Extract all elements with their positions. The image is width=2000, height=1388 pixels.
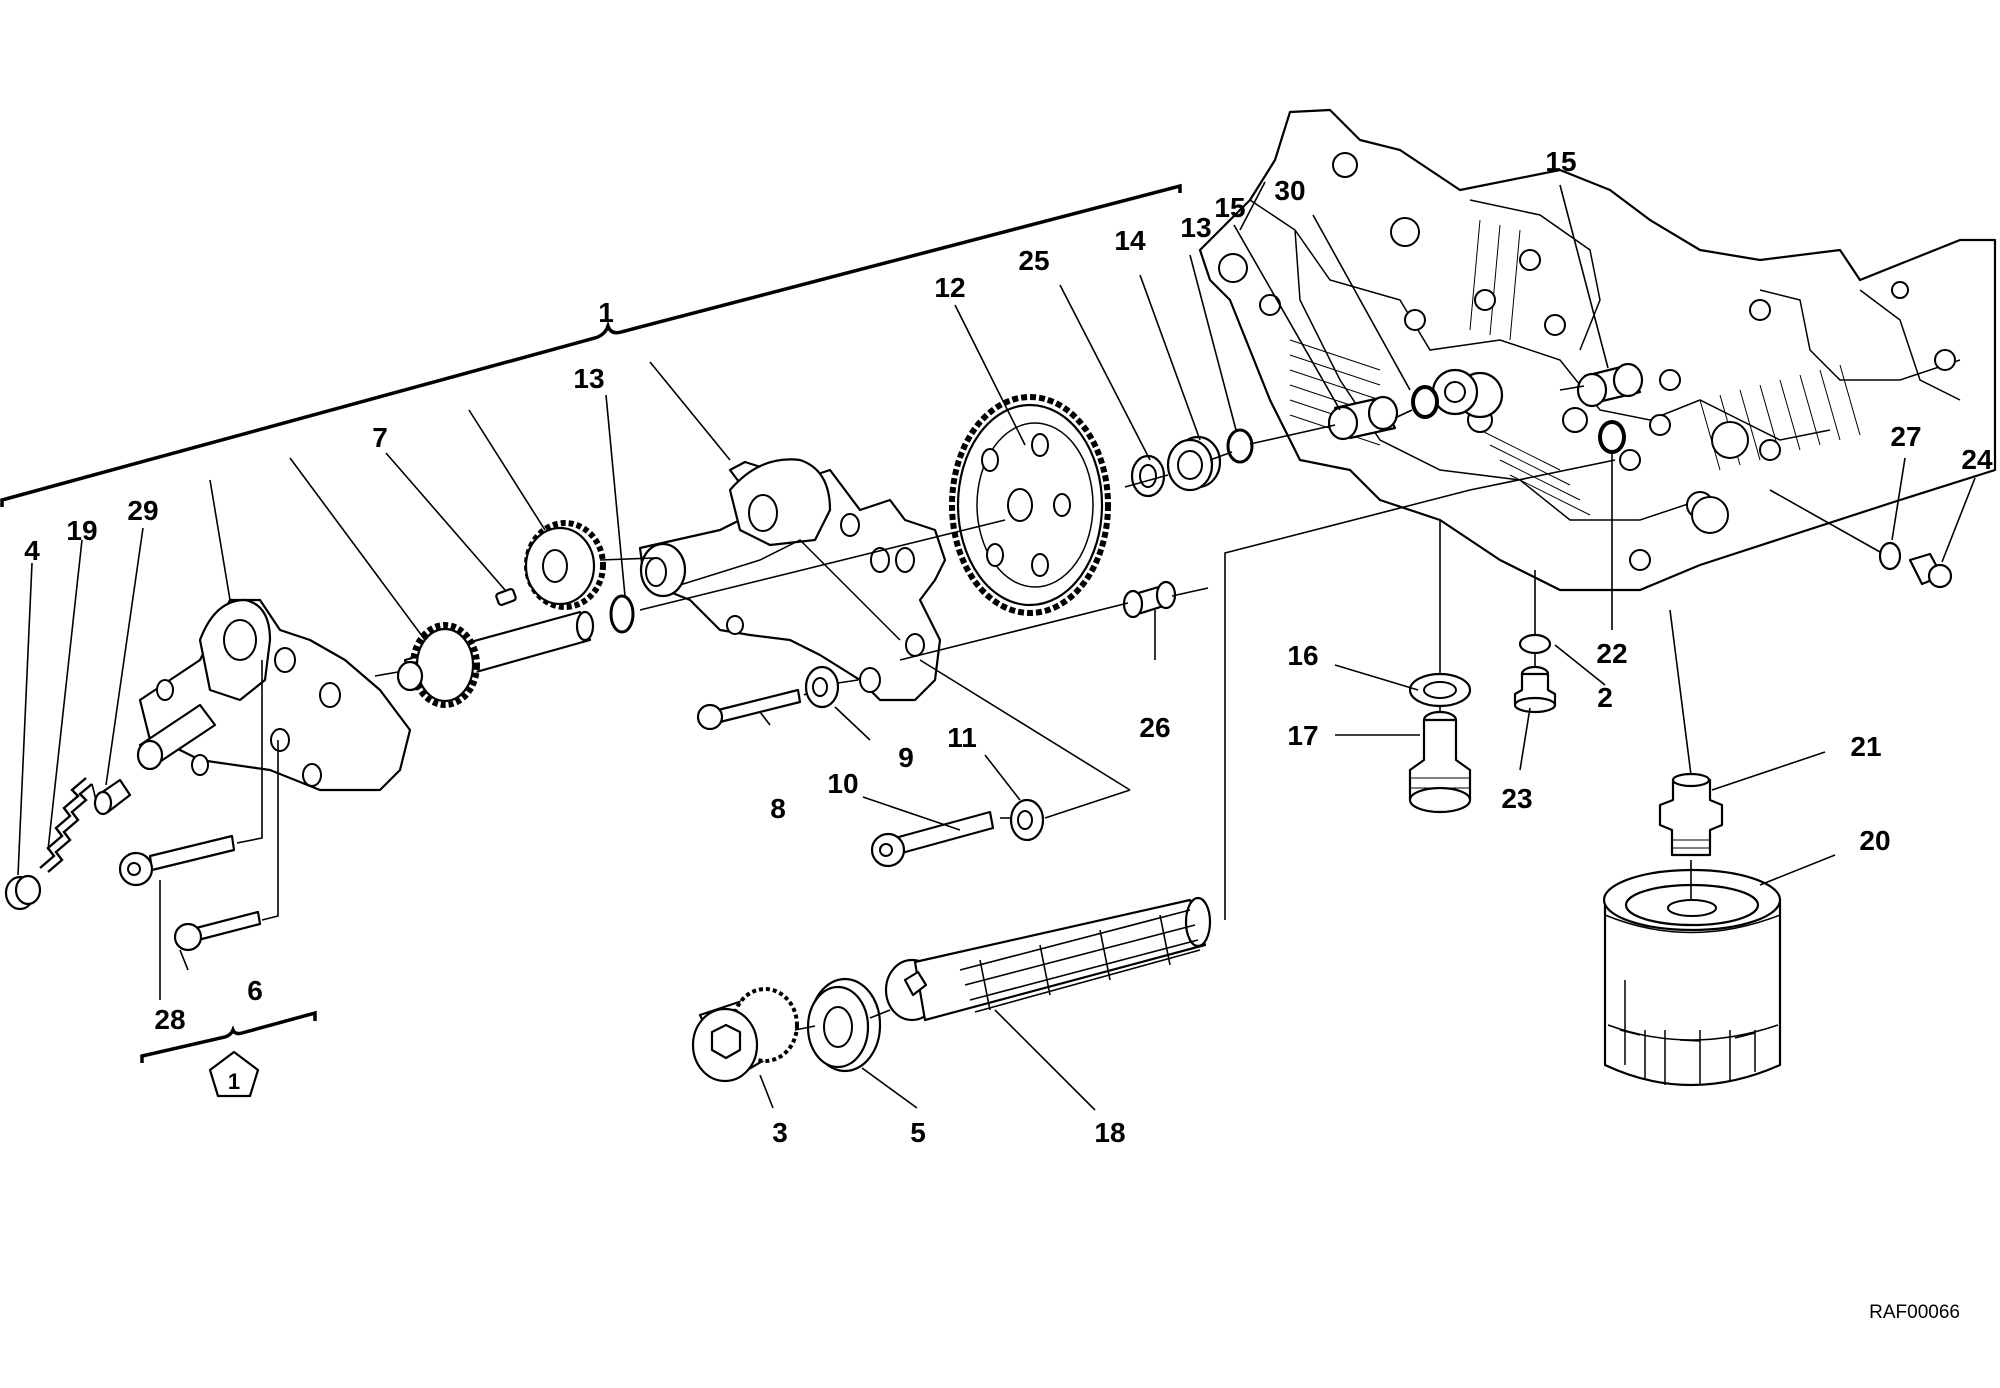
callout-6: 6 bbox=[247, 975, 263, 1006]
screw-28 bbox=[118, 834, 236, 887]
gasket-5 bbox=[806, 977, 882, 1073]
washer-11 bbox=[1009, 798, 1045, 842]
callout-22: 22 bbox=[1596, 638, 1627, 669]
callout-29: 29 bbox=[127, 495, 158, 526]
callout-1: 1 bbox=[598, 297, 614, 328]
plug-23 bbox=[1513, 665, 1557, 714]
fitting-21 bbox=[1658, 772, 1724, 857]
oil-filter-20 bbox=[1602, 868, 1782, 1087]
callout-19: 19 bbox=[66, 515, 97, 546]
reference-code: RAF00066 bbox=[1869, 1302, 1960, 1323]
assembly-lines bbox=[91, 385, 1881, 1031]
callout-7: 7 bbox=[372, 422, 388, 453]
plug-4 bbox=[4, 874, 42, 911]
callout-26: 26 bbox=[1139, 712, 1170, 743]
screw-6 bbox=[173, 910, 262, 952]
bearing-14 bbox=[1166, 435, 1222, 492]
valve-29 bbox=[93, 778, 132, 816]
callout-15a: 15 bbox=[1214, 192, 1245, 223]
callout-17: 17 bbox=[1287, 720, 1318, 751]
callout-15b: 15 bbox=[1545, 146, 1576, 177]
callout-3: 3 bbox=[772, 1117, 788, 1148]
spring-19 bbox=[39, 777, 93, 873]
engine-crankcase bbox=[1198, 108, 1997, 592]
callout-16: 16 bbox=[1287, 640, 1318, 671]
callout-21: 21 bbox=[1850, 731, 1881, 762]
callout-24: 24 bbox=[1961, 444, 1993, 475]
pump-rotor-upper bbox=[524, 520, 606, 610]
filter-screen-18 bbox=[884, 896, 1212, 1022]
bolt-24 bbox=[1908, 552, 1953, 589]
callout-numbers: 1 2 3 4 5 6 7 8 9 10 11 12 13 13 14 15 1… bbox=[24, 146, 1993, 1148]
callout-28: 28 bbox=[154, 1004, 185, 1035]
callout-5: 5 bbox=[910, 1117, 926, 1148]
callout-27: 27 bbox=[1890, 421, 1921, 452]
snap-ring-13-right bbox=[1226, 428, 1254, 464]
callout-12: 12 bbox=[934, 272, 965, 303]
screw-8 bbox=[696, 688, 802, 731]
callout-25: 25 bbox=[1018, 245, 1049, 276]
o-ring-22 bbox=[1598, 420, 1626, 454]
oil-pump-body bbox=[638, 458, 947, 702]
pump-cover bbox=[136, 598, 412, 792]
callout-23: 23 bbox=[1501, 783, 1532, 814]
crankcase-bushing-center bbox=[1431, 368, 1504, 419]
callout-11: 11 bbox=[947, 722, 977, 753]
gear-12 bbox=[949, 394, 1111, 616]
snap-ring-13-left bbox=[609, 594, 635, 634]
callout-10: 10 bbox=[827, 768, 858, 799]
callout-2: 2 bbox=[1597, 682, 1613, 713]
bushing-26 bbox=[1122, 580, 1177, 619]
kit-symbol-label: 1 bbox=[228, 1069, 240, 1094]
bushing-15-right bbox=[1576, 362, 1644, 408]
gasket-16 bbox=[1408, 672, 1472, 708]
callout-leaders bbox=[17, 181, 1976, 1111]
callout-9: 9 bbox=[898, 742, 914, 773]
callout-14: 14 bbox=[1114, 225, 1146, 256]
callout-13a: 13 bbox=[573, 363, 604, 394]
callout-13b: 13 bbox=[1180, 212, 1211, 243]
washer-9 bbox=[804, 665, 840, 709]
drain-plug-3 bbox=[691, 987, 799, 1083]
callout-30: 30 bbox=[1274, 175, 1305, 206]
bushing-15-left bbox=[1327, 395, 1399, 441]
washer-27 bbox=[1878, 541, 1902, 571]
kit-bracket bbox=[140, 1010, 317, 1063]
washer-2 bbox=[1518, 633, 1552, 655]
callout-20: 20 bbox=[1859, 825, 1890, 856]
callout-4: 4 bbox=[24, 535, 40, 566]
callout-18: 18 bbox=[1094, 1117, 1125, 1148]
screw-10 bbox=[870, 810, 995, 868]
plug-17 bbox=[1408, 710, 1472, 814]
assembly-bracket-1 bbox=[0, 183, 1182, 507]
pump-shaft-with-rotor bbox=[396, 610, 595, 708]
o-ring-30 bbox=[1411, 385, 1439, 419]
kit-symbol: 1 bbox=[208, 1050, 260, 1098]
callout-8: 8 bbox=[770, 793, 786, 824]
key-7 bbox=[495, 588, 517, 606]
